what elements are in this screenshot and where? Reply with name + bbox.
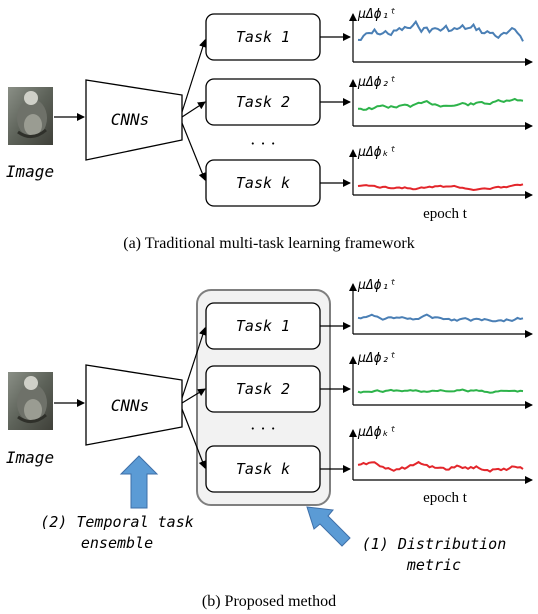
task1-label: Task 1 — [236, 317, 290, 335]
task-ellipsis: · · · — [250, 134, 275, 153]
plot-taskk: μΔϕₖᵗ — [349, 145, 533, 199]
plot-task1: μΔϕ₁ᵗ — [349, 7, 533, 66]
plot-taskk: μΔϕₖᵗ — [349, 425, 533, 484]
cnn-label: CNNs — [111, 396, 150, 415]
cnn-to-task2-arrow — [181, 388, 206, 404]
task1-label: Task 1 — [236, 28, 290, 46]
cnn-block — [85, 79, 183, 161]
metric-annotation-line1: (1) Distribution — [362, 535, 507, 553]
image-label: Image — [6, 162, 54, 181]
cnn-to-taskk-arrow — [181, 122, 207, 181]
temporal-ensemble-arrow-icon — [119, 455, 159, 509]
cnn-to-task1-arrow — [181, 39, 207, 113]
plot-task2-label: μΔϕ₂ᵗ — [357, 75, 397, 90]
plot-task2: μΔϕ₂ᵗ — [349, 75, 533, 130]
task2-label: Task 2 — [236, 93, 290, 111]
bird-image — [8, 372, 53, 430]
plot-task1-label: μΔϕ₁ᵗ — [357, 278, 397, 293]
caption-a: (a) Traditional multi-task learning fram… — [123, 235, 414, 252]
metric-annotation-line2: metric — [406, 556, 461, 574]
caption-b: (b) Proposed method — [202, 593, 336, 610]
plot-taskk-series — [357, 460, 524, 473]
panel-a: Image CNNs Task 1 Task 2 · · · Task k μΔ… — [6, 7, 533, 252]
temporal-annotation-line1: (2) Temporal task — [40, 513, 194, 531]
panel-b: Image CNNs Task 1 Task 2 · · · Task k μΔ… — [6, 278, 533, 610]
plot-task1-series — [357, 19, 524, 42]
epoch-label: epoch t — [423, 490, 468, 506]
taskk-label: Task k — [236, 174, 290, 192]
task2-label: Task 2 — [236, 380, 290, 398]
plot-task2-series — [358, 97, 524, 111]
plot-taskk-label: μΔϕₖᵗ — [357, 425, 397, 440]
distribution-metric-arrow-icon — [306, 506, 351, 547]
cnn-to-task1-arrow — [181, 327, 207, 399]
taskk-label: Task k — [236, 460, 290, 478]
cnn-to-taskk-arrow — [181, 408, 207, 469]
task-ellipsis: · · · — [250, 419, 275, 438]
plot-taskk-label: μΔϕₖᵗ — [357, 145, 397, 160]
plot-task1-series — [357, 313, 524, 323]
cnn-to-task2-arrow — [181, 101, 206, 118]
epoch-label: epoch t — [423, 206, 468, 222]
cnn-label: CNNs — [111, 110, 150, 129]
plot-task2-label: μΔϕ₂ᵗ — [357, 351, 397, 366]
bird-image — [8, 87, 53, 145]
temporal-annotation-line2: ensemble — [81, 534, 153, 552]
cnn-block — [85, 364, 183, 446]
plot-task1: μΔϕ₁ᵗ — [349, 278, 533, 338]
plot-taskk-series — [357, 183, 524, 192]
plot-task1-label: μΔϕ₁ᵗ — [357, 7, 397, 22]
image-label: Image — [6, 448, 54, 467]
plot-task2: μΔϕ₂ᵗ — [349, 351, 533, 409]
plot-task2-series — [357, 388, 524, 394]
